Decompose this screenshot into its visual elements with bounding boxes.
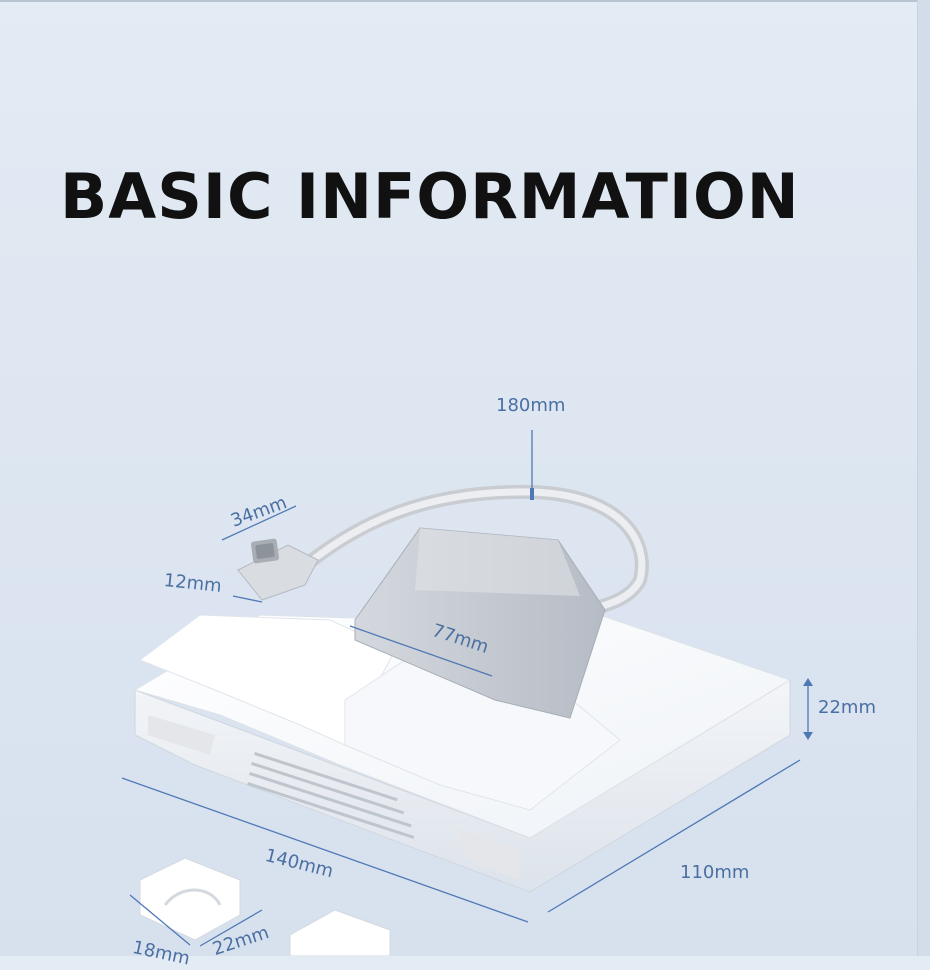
height-label: 22mm [818,697,876,718]
right-edge-strip [917,0,930,956]
cable-bracket-right [289,909,391,956]
page-title: BASIC INFORMATION [60,160,800,233]
depth-label: 110mm [680,862,750,883]
usb-c-plug [237,538,319,601]
cable-length-label: 180mm [496,395,566,416]
cable-bracket-left [139,857,241,941]
vent-grille [247,752,415,839]
top-border [0,0,930,2]
